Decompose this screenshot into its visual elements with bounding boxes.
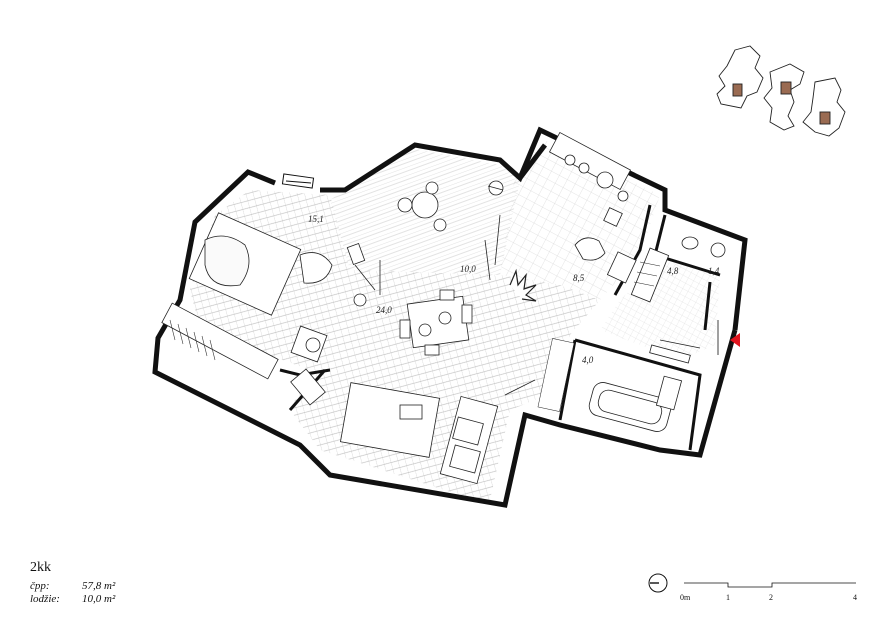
exterior-walls — [152, 126, 748, 508]
loggia-furniture — [346, 180, 504, 295]
room-area-bathroom: 4,0 — [582, 355, 594, 365]
entrance-marker-icon — [730, 333, 740, 347]
kitchen-furniture — [509, 131, 637, 302]
dining-table — [406, 295, 470, 349]
room-area-kitchen: 8,5 — [573, 273, 585, 283]
bedroom-furniture — [161, 212, 333, 380]
room-area-wc: 1,4 — [708, 266, 720, 276]
room-area-loggia: 10,0 — [460, 264, 476, 274]
wardrobe — [161, 302, 279, 380]
toilet-icon — [681, 236, 699, 250]
hall-shelf — [630, 247, 670, 303]
key-plan-unit-2 — [780, 81, 792, 95]
hall-wc-furniture — [630, 236, 726, 364]
room-area-bedroom: 15,1 — [308, 214, 324, 224]
area-label: čpp: — [30, 580, 50, 592]
room-area-hall: 4,8 — [667, 266, 679, 276]
area-row-loggia: lodžie: 10,0 m² — [30, 593, 115, 606]
key-plan-building-1 — [716, 45, 764, 109]
area-value: 10,0 m² — [82, 593, 116, 605]
north-arrow-icon — [648, 573, 668, 593]
key-plan-building-2 — [763, 63, 805, 131]
scale-tick-0: 0m — [680, 593, 691, 602]
room-area-living: 24,0 — [376, 305, 392, 315]
scale-tick-1: 1 — [726, 593, 730, 602]
round-table — [411, 191, 439, 219]
area-label: lodžie: — [30, 593, 60, 605]
key-plan-unit-3 — [819, 111, 831, 125]
scale-tick-2: 2 — [769, 593, 773, 602]
area-value: 57,8 m² — [82, 580, 116, 592]
living-furniture — [290, 289, 575, 485]
stove-icon — [596, 171, 614, 189]
living-sofa-bed — [340, 382, 440, 458]
windows — [281, 173, 315, 189]
unit-type: 2kk — [30, 560, 51, 575]
key-plan-unit-1 — [732, 83, 743, 97]
sink-icon — [710, 242, 726, 258]
area-row-floor: čpp: 57,8 m² — [30, 580, 115, 593]
hall-floor — [600, 260, 720, 360]
scale-bar — [684, 582, 856, 588]
unit-legend: 2kk čpp: 57,8 m² lodžie: 10,0 m² — [30, 560, 115, 606]
bath-furniture — [588, 375, 683, 432]
plant-icon — [509, 268, 537, 302]
scale-tick-4: 4 — [853, 593, 857, 602]
key-plan-building-3 — [802, 77, 846, 137]
key-plan — [716, 45, 846, 137]
